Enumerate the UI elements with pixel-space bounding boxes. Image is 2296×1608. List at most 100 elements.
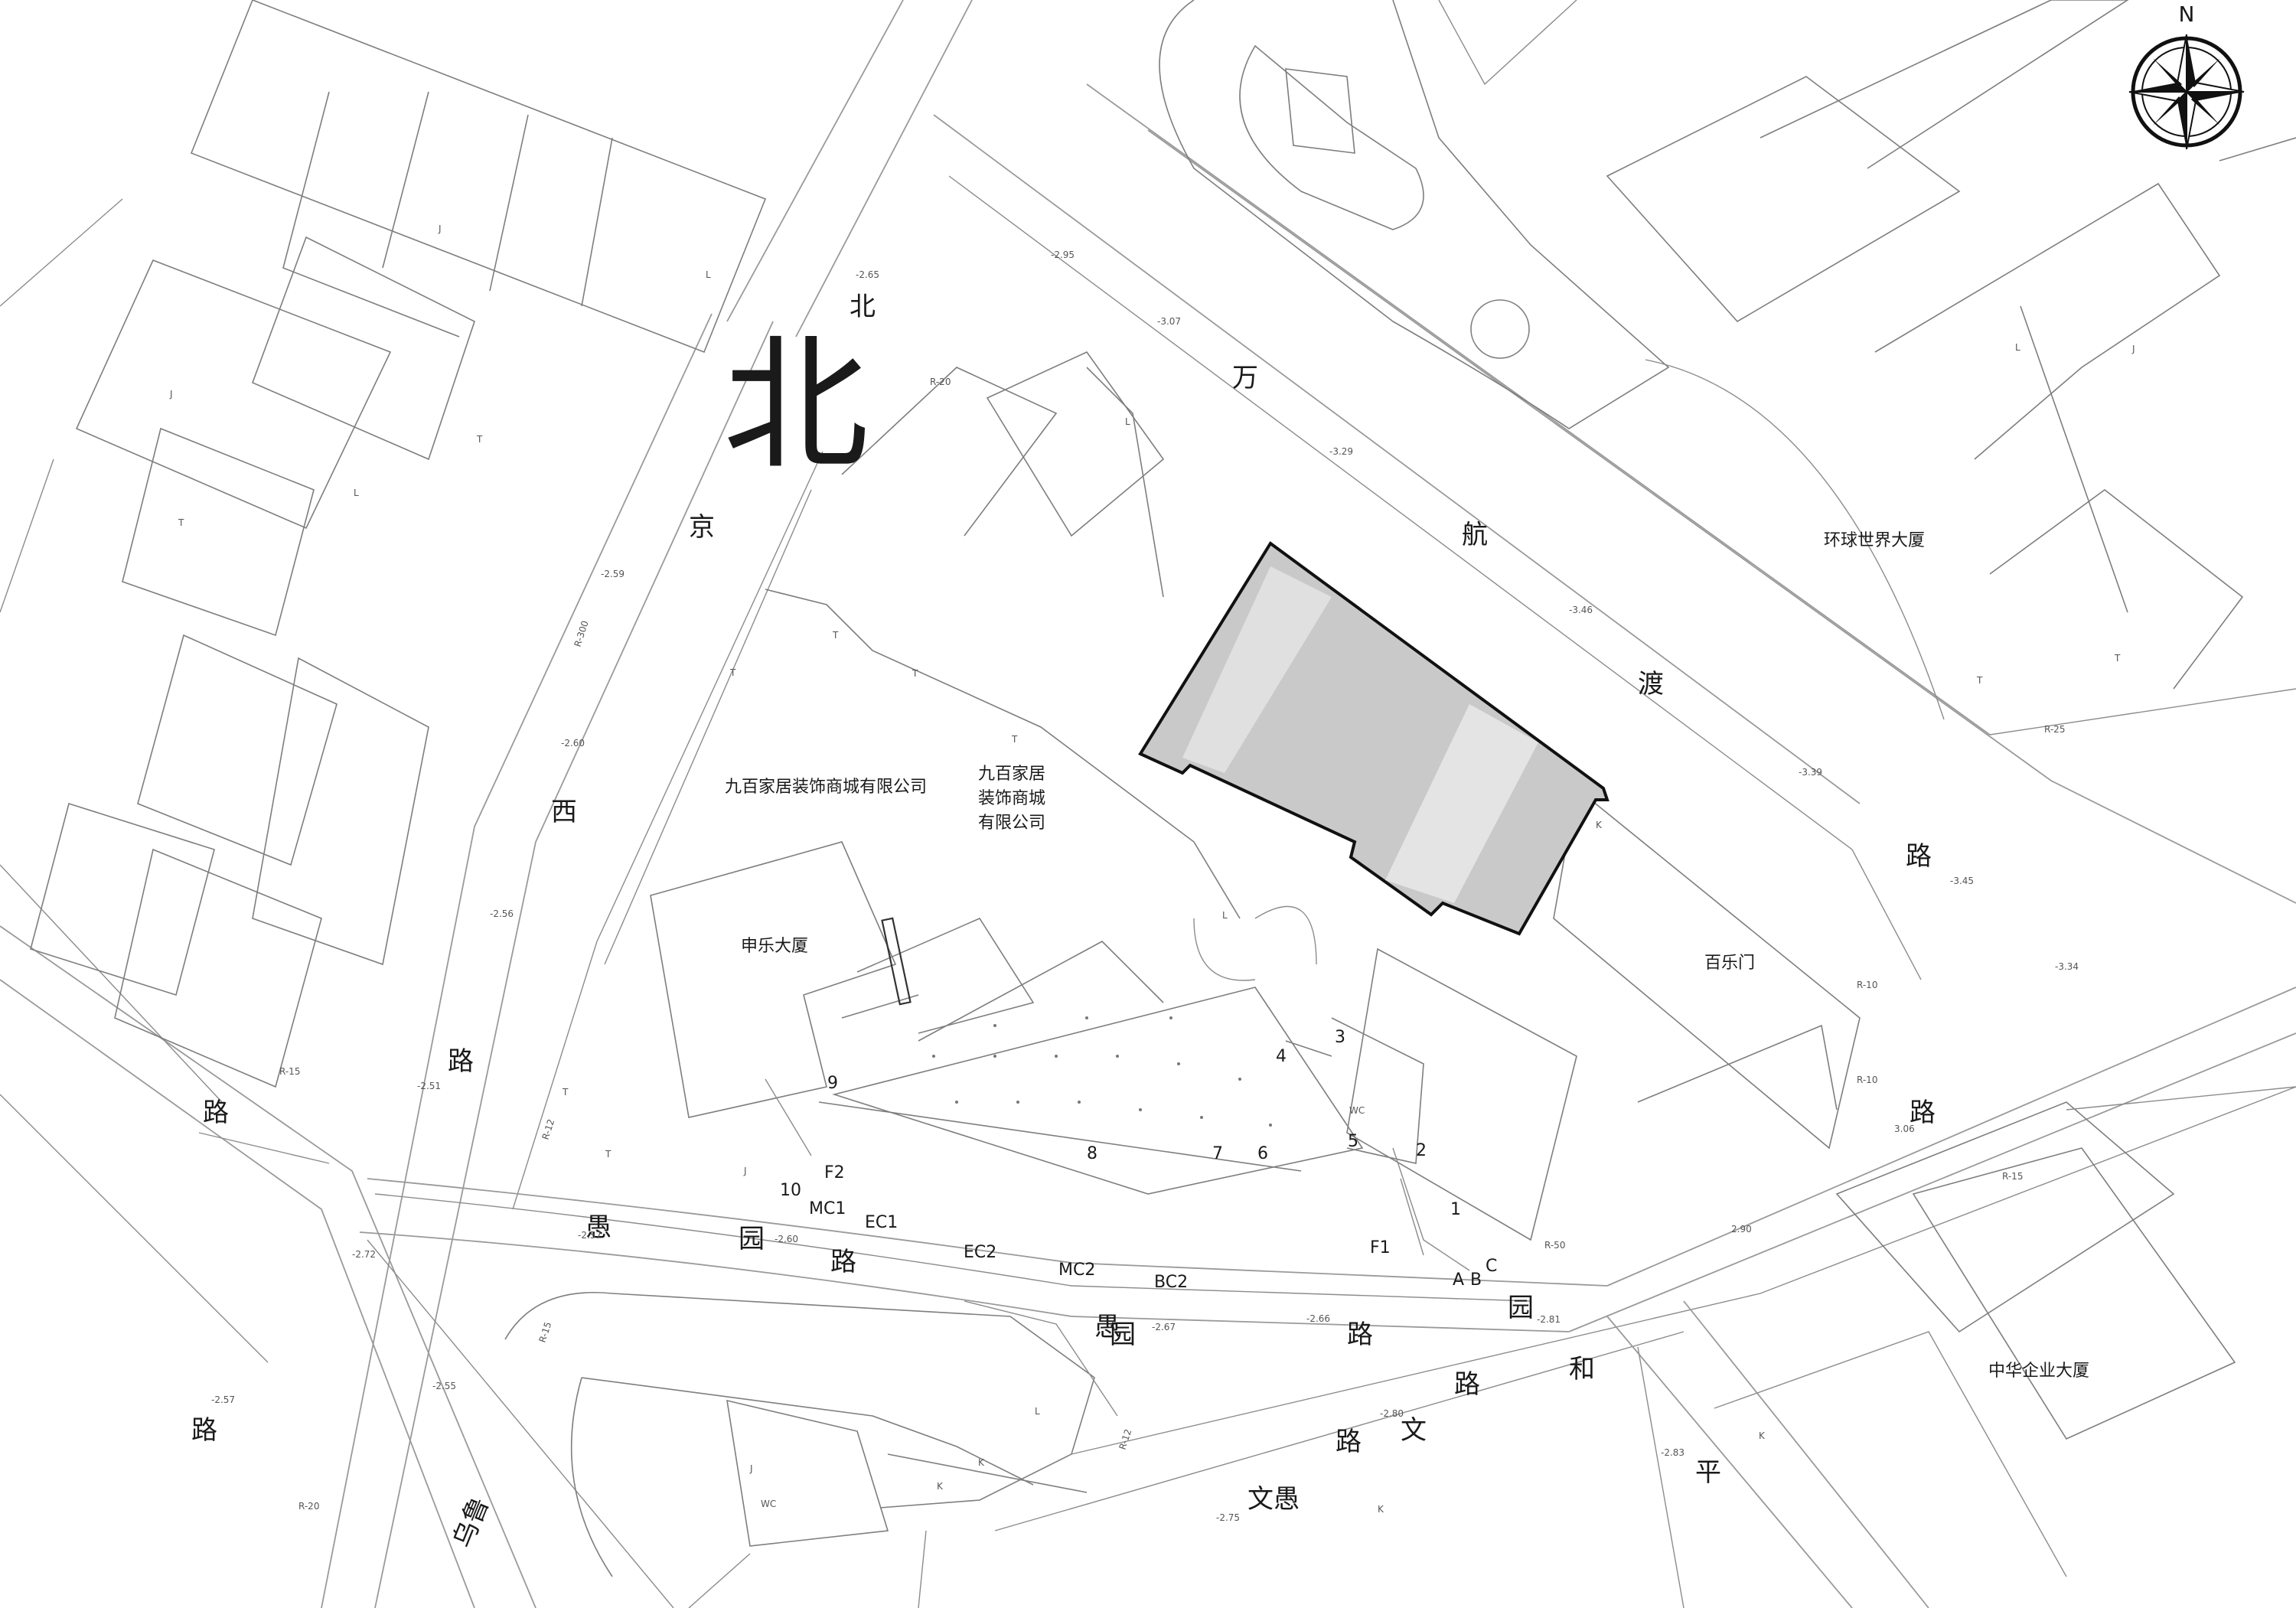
radius-note: R-12: [1117, 1427, 1134, 1450]
symbol-letter: L: [706, 269, 711, 280]
symbol-letter: J: [743, 1166, 747, 1176]
symbol-letter: L: [1125, 416, 1130, 427]
label-baile: 百乐门: [1704, 954, 1755, 973]
entrance-f1: F1: [1370, 1238, 1391, 1257]
road-yuyuan-lower-3: 路: [1347, 1319, 1373, 1350]
spot-height: -2.51: [417, 1081, 441, 1091]
road-yuyuan-3: 路: [830, 1247, 856, 1277]
point-2: 2: [1416, 1141, 1427, 1160]
point-6: 6: [1257, 1144, 1268, 1163]
entrance-f2: F2: [824, 1163, 845, 1182]
symbol-letter: T: [832, 630, 839, 641]
road-wenyu-3: 路: [1454, 1369, 1480, 1400]
radius-note: R-12: [540, 1117, 557, 1140]
symbol-letter: L: [354, 488, 359, 498]
radius-note: R-15: [2002, 1171, 2023, 1182]
symbol-letter: T: [605, 1149, 612, 1160]
spot-height: -2.59: [601, 569, 625, 579]
spot-height: -2.60: [561, 738, 585, 749]
road-wulu-name: 乌鲁: [447, 1492, 495, 1552]
entrance-mc2: MC2: [1058, 1261, 1095, 1280]
road-wanhangdu-2: 航: [1462, 520, 1488, 550]
road-wenyu-2: 路: [1336, 1427, 1362, 1457]
label-jiubaijia-line: 九百家居装饰商城有限公司: [725, 778, 927, 797]
symbol-letters: J J L T T L L T T T T L K J J L K K K T …: [169, 223, 2135, 1515]
label-jiubaijia-stack-2: 装饰商城: [978, 789, 1045, 808]
radius-note: R-10: [1857, 980, 1877, 990]
spot-height: -2.66: [1306, 1313, 1330, 1324]
symbol-letter: T: [1976, 675, 1983, 686]
road-beijing-west-1: 北: [850, 292, 876, 322]
spot-height: -3.46: [1569, 605, 1593, 615]
entrance-c: C: [1486, 1257, 1497, 1276]
symbol-letter: T: [562, 1087, 569, 1098]
site-light-zone-west: [1182, 566, 1332, 773]
spot-height: -2.75: [1216, 1512, 1240, 1523]
symbol-letter: K: [937, 1481, 944, 1492]
point-1: 1: [1450, 1200, 1461, 1219]
site-light-zone-east: [1385, 704, 1538, 903]
road-yuyuan-east: 园: [1508, 1293, 1534, 1323]
south-blocks: [504, 1291, 1118, 1608]
spot-height: -3.34: [2055, 961, 2079, 972]
east-blocks: [1346, 787, 2296, 1577]
plaza-markers: [932, 1016, 1272, 1127]
road-heping-2: 平: [1695, 1457, 1721, 1488]
symbol-letter: J: [438, 223, 442, 234]
yuyuan-road-lines: [359, 987, 2296, 1531]
point-3: 3: [1335, 1028, 1345, 1047]
label-jiubaijia-stack-3: 有限公司: [978, 814, 1045, 833]
symbol-letter: L: [1035, 1406, 1040, 1417]
label-global-world: 环球世界大厦: [1824, 531, 1925, 550]
entrance-b: B: [1470, 1270, 1482, 1290]
spot-height: -2.60: [775, 1234, 798, 1244]
point-9: 9: [827, 1074, 838, 1093]
road-wulu-end: 路: [191, 1415, 217, 1446]
entrance-ec1: EC1: [865, 1213, 898, 1232]
spot-height: -3.45: [1950, 876, 1974, 886]
road-wanhangdu-1: 万: [1232, 363, 1258, 393]
radius-note: R-20: [930, 377, 951, 387]
road-wenyu-1: 文愚: [1247, 1484, 1300, 1515]
road-yuyuan-2: 园: [739, 1224, 765, 1254]
entrance-mc1: MC1: [809, 1199, 846, 1218]
north-round-building: [1159, 0, 1670, 429]
spot-height: -2.81: [1537, 1314, 1561, 1325]
symbol-letter: K: [1378, 1504, 1384, 1515]
entrance-bc2: BC2: [1154, 1273, 1188, 1292]
spot-height: -2.95: [1051, 250, 1075, 260]
road-yuyuan-lower-1: 愚: [1094, 1312, 1120, 1342]
northeast-blocks: [1606, 0, 2296, 720]
road-wanhangdu-3: 渡: [1638, 669, 1664, 700]
road-right-end: 路: [1910, 1098, 1936, 1128]
road-yuyuan-1: 愚: [585, 1212, 612, 1243]
symbol-letter: T: [1011, 734, 1018, 745]
spot-height: -2.67: [1152, 1322, 1176, 1332]
north-arrow-label: N: [2179, 2, 2195, 27]
spot-height: 3.06: [1894, 1124, 1915, 1134]
symbol-letter: K: [1759, 1430, 1766, 1441]
road-wanhangdu-4: 路: [1906, 841, 1932, 872]
entrance-ec2: EC2: [964, 1243, 996, 1262]
label-china-enterprise: 中华企业大厦: [1988, 1362, 2089, 1381]
entrance-wc: WC: [1349, 1105, 1365, 1116]
spot-height: -2.80: [1380, 1408, 1404, 1419]
radius-note: R-300: [572, 619, 591, 648]
map-title-char: 北: [723, 321, 869, 490]
spot-height: -2.72: [352, 1249, 376, 1260]
spot-height: -2.83: [1661, 1447, 1684, 1458]
radius-notes: R-20 R-300 R-12 R-15 R-15 R-20 R-12 R-50…: [279, 377, 2065, 1512]
symbol-letter: K: [978, 1457, 985, 1468]
north-arrow: N: [2128, 2, 2245, 150]
radius-note: R-20: [298, 1501, 319, 1512]
radius-note: R-50: [1544, 1240, 1565, 1251]
road-left-end: 路: [203, 1098, 229, 1128]
road-labels: 北 京 西 路 万 航 渡 路 愚 园 路 愚 园 路 园 和 平 路 乌鲁 文…: [191, 292, 1936, 1552]
west-streets: [0, 864, 674, 1608]
road-yuyuan-lower-2: 园: [1110, 1319, 1136, 1350]
entrance-labels: F1 F2 MC1 EC1 EC2 MC2 BC2 A B C WC: [809, 1105, 1497, 1292]
spot-height: -2.57: [211, 1394, 235, 1405]
building-labels: 九百家居装饰商城有限公司 九百家居 装饰商城 有限公司 申乐大厦 百乐门 环球世…: [725, 531, 2089, 1381]
heping-road-lines: [1606, 1300, 1929, 1608]
road-beijing-west-4: 路: [448, 1046, 474, 1077]
